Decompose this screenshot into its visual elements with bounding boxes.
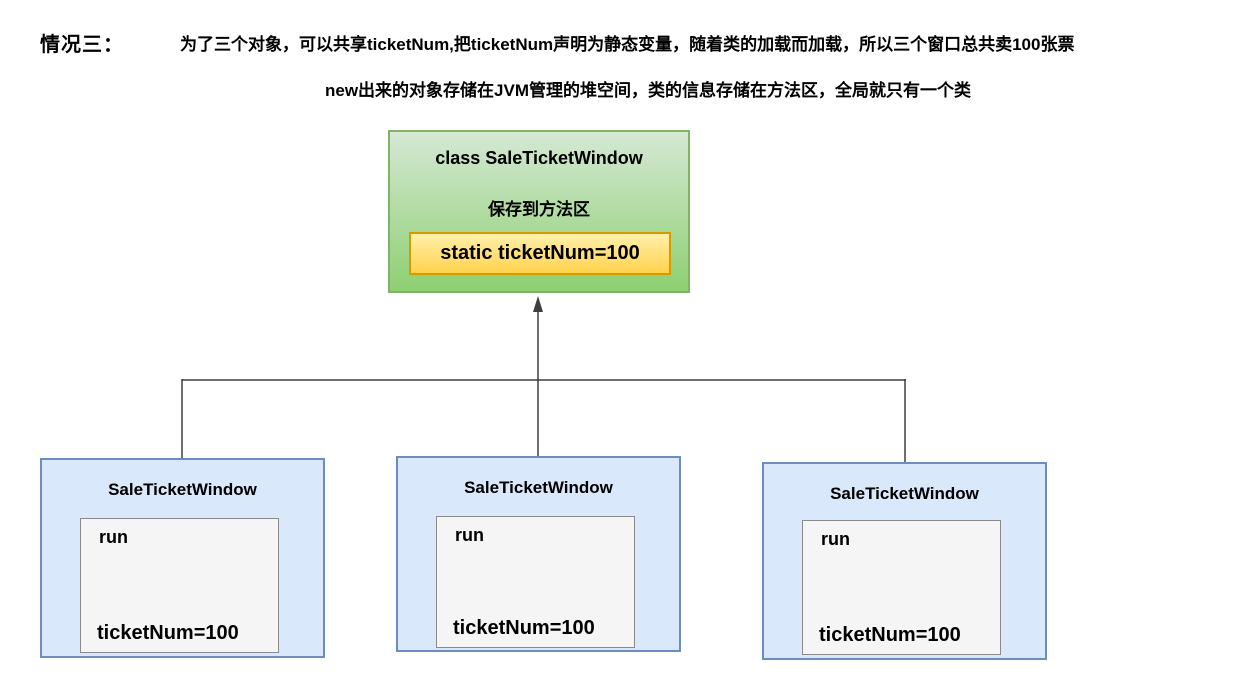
field-label: ticketNum=100: [819, 624, 961, 646]
class-box-title: class SaleTicketWindow: [435, 148, 643, 168]
header-line-1: 为了三个对象，可以共享ticketNum,把ticketNum声明为静态变量，随…: [180, 35, 1075, 54]
method-label: run: [99, 527, 128, 547]
field-label: ticketNum=100: [453, 617, 595, 639]
instance-title: SaleTicketWindow: [464, 478, 613, 497]
arrow-up-icon: [533, 296, 543, 312]
static-field-label: static ticketNum=100: [440, 242, 640, 264]
instance-box-2: SaleTicketWindow run ticketNum=100: [396, 456, 681, 652]
method-region: run ticketNum=100: [436, 516, 635, 648]
method-label: run: [455, 525, 484, 545]
method-label: run: [821, 529, 850, 549]
instance-box-3: SaleTicketWindow run ticketNum=100: [762, 462, 1047, 660]
field-label: ticketNum=100: [97, 622, 239, 644]
method-region: run ticketNum=100: [802, 520, 1001, 655]
class-box: class SaleTicketWindow 保存到方法区 static tic…: [388, 130, 690, 293]
instance-title: SaleTicketWindow: [108, 480, 257, 499]
static-field-box: static ticketNum=100: [409, 232, 671, 275]
method-region: run ticketNum=100: [80, 518, 279, 653]
header-line-2: new出来的对象存储在JVM管理的堆空间，类的信息存储在方法区，全局就只有一个类: [325, 81, 972, 100]
instance-box-1: SaleTicketWindow run ticketNum=100: [40, 458, 325, 658]
class-box-subtitle: 保存到方法区: [488, 200, 590, 219]
case-label: 情况三：: [40, 34, 124, 56]
instance-title: SaleTicketWindow: [830, 484, 979, 503]
